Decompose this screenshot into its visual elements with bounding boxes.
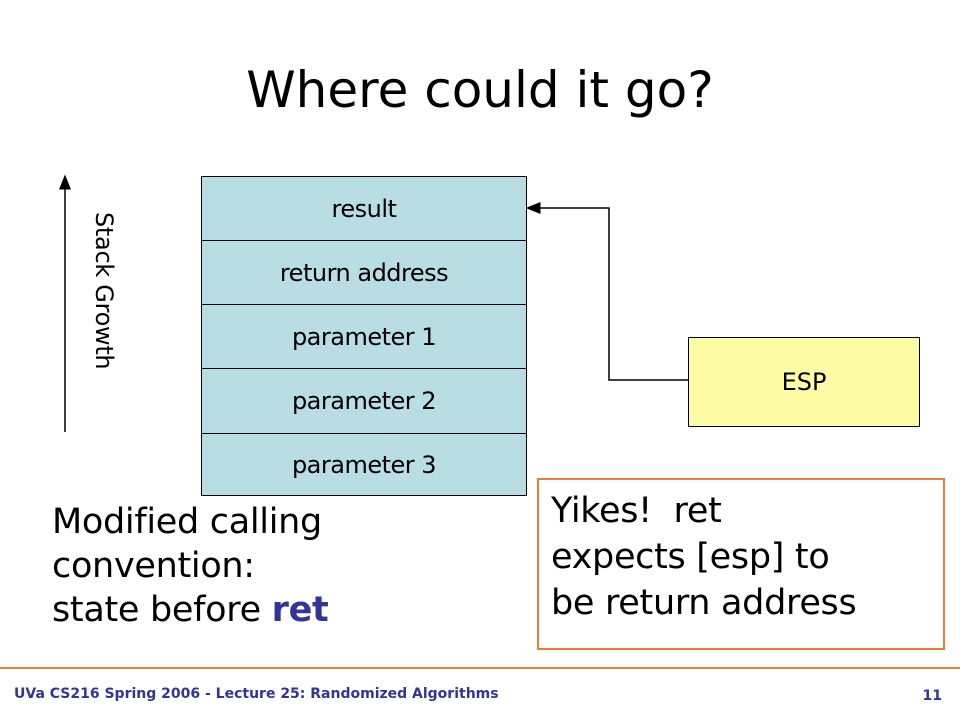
stack-growth-label: Stack Growth <box>90 212 118 370</box>
esp-register-box: ESP <box>688 337 920 427</box>
caption-keyword-ret: ret <box>271 590 329 630</box>
footer-divider <box>0 667 960 669</box>
esp-pointer-arrow <box>525 202 688 381</box>
stack-cell-parameter-3: parameter 3 <box>201 433 527 496</box>
callout-box: Yikes! ret expects [esp] to be return ad… <box>537 478 945 650</box>
caption-line-1: Modified calling <box>52 502 322 542</box>
footer-page-number: 11 <box>922 688 942 704</box>
caption-line-3: state before ret <box>52 588 329 632</box>
footer-course: UVa CS216 Spring 2006 - Lecture 25: Rand… <box>14 686 499 702</box>
caption-text: Modified calling convention: state befor… <box>52 500 329 632</box>
stack-cell-result: result <box>201 176 527 241</box>
caption-line-2: convention: <box>52 546 255 586</box>
slide-title: Where could it go? <box>246 61 714 119</box>
stack-cell-parameter-1: parameter 1 <box>201 304 527 369</box>
callout-line-3: be return address <box>551 583 857 623</box>
stack-cell-parameter-2: parameter 2 <box>201 368 527 434</box>
callout-line-1: Yikes! ret <box>551 491 722 531</box>
caption-line-3-prefix: state before <box>52 590 272 630</box>
stack-cell-return-address: return address <box>201 240 527 305</box>
callout-line-2: expects [esp] to <box>551 537 830 577</box>
